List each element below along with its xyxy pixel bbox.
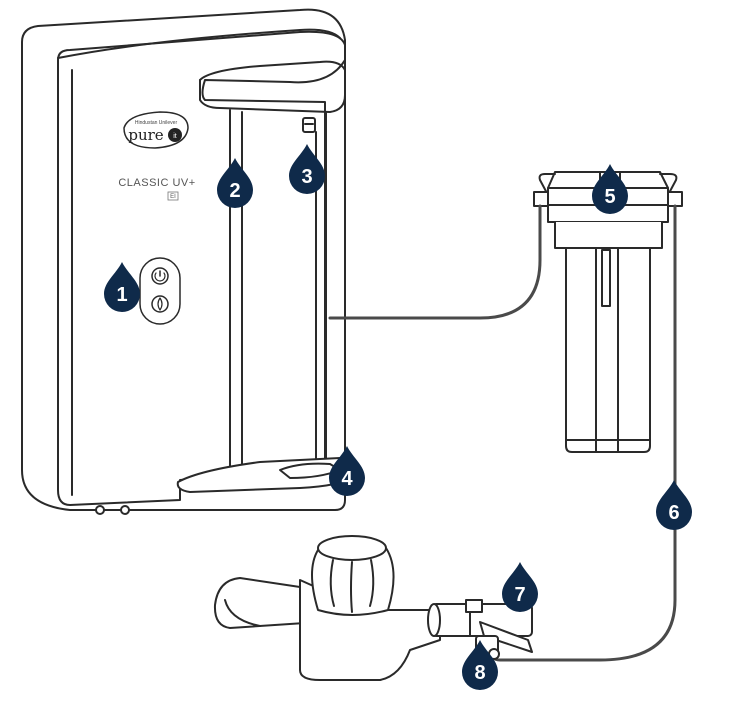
water-drop-icon [502, 562, 538, 612]
water-drop-icon [329, 446, 365, 496]
marker-label: 6 [668, 502, 679, 524]
marker-8: 8 [462, 640, 498, 690]
marker-4: 4 [329, 446, 365, 496]
model-name: CLASSIC UV+ [118, 177, 195, 189]
water-drop-icon [217, 158, 253, 208]
marker-3: 3 [289, 144, 325, 194]
marker-label: 5 [604, 186, 615, 208]
water-drop-icon [289, 144, 325, 194]
marker-label: 8 [474, 662, 485, 684]
model-badge: EI [170, 194, 176, 200]
marker-label: 2 [229, 180, 240, 202]
brand-logo-icon [168, 128, 182, 142]
brand-suffix: it [173, 133, 177, 140]
brand-tagline: Hindustan Unilever [135, 120, 178, 126]
pre-filter [533, 171, 683, 453]
marker-label: 1 [116, 284, 127, 306]
water-drop-icon [462, 640, 498, 690]
marker-1: 1 [104, 262, 140, 312]
marker-label: 3 [301, 166, 312, 188]
marker-label: 7 [514, 584, 525, 606]
marker-5: 5 [592, 164, 628, 214]
purifier-unit [21, 8, 360, 515]
marker-2: 2 [217, 158, 253, 208]
tap-assembly [213, 535, 533, 681]
marker-label: 4 [341, 468, 353, 490]
brand-name: pure [128, 126, 163, 144]
purifier-branding: Hindustan Unilever pure it CLASSIC UV+ E… [118, 120, 195, 201]
numbered-markers: 1 2 3 4 5 6 7 8 [104, 144, 692, 690]
water-drop-icon [592, 164, 628, 214]
water-drop-icon [656, 480, 692, 530]
water-drop-icon [104, 262, 140, 312]
marker-7: 7 [502, 562, 538, 612]
marker-6: 6 [656, 480, 692, 530]
